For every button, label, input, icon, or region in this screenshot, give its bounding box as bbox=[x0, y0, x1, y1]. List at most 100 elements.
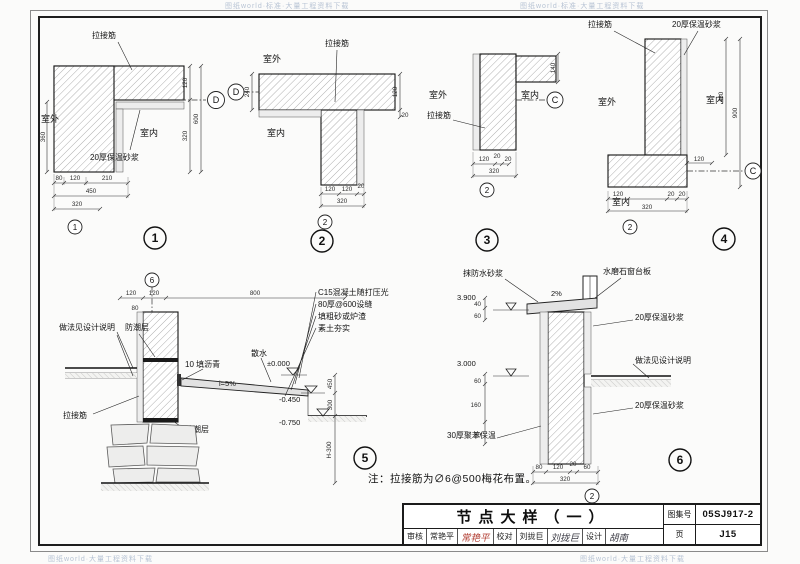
detail-1-dimensions: 80 120 210 450 320 360 120 320 600 bbox=[40, 63, 204, 212]
dim-label: 60 bbox=[474, 313, 481, 320]
dpc-label: 防潮层 bbox=[185, 424, 209, 434]
signature-row: 审核 常艳平 常艳平 校对 刘拢巨 刘拢巨 设计 胡南 bbox=[404, 528, 663, 544]
detail-4: 拉接筋 20厚保温砂浆 室外 室内 室内 460 900 120 120 20 … bbox=[580, 15, 772, 265]
svg-text:C: C bbox=[552, 95, 559, 105]
indoor-label: 室内 bbox=[706, 94, 724, 105]
indoor-label: 室内 bbox=[267, 127, 285, 138]
slope-label: 2% bbox=[551, 289, 562, 298]
detail-number: 1 bbox=[143, 226, 167, 250]
indoor-label: 室内 bbox=[140, 127, 158, 138]
dim-label: H-300 bbox=[326, 441, 333, 458]
svg-text:±0.000: ±0.000 bbox=[267, 359, 290, 368]
dim-label: 80 bbox=[536, 464, 543, 471]
dim-label: 210 bbox=[102, 175, 113, 182]
indoor-label: 室内 bbox=[521, 89, 539, 100]
watermark: 图纸world·大量工程资料下载 bbox=[48, 556, 154, 563]
design-signature: 胡南 bbox=[609, 532, 629, 544]
tie-bar-label: 拉接筋 bbox=[427, 110, 451, 120]
review-label: 审核 bbox=[404, 529, 427, 544]
dim-label: 120 bbox=[182, 77, 189, 88]
detail-1-wall bbox=[53, 65, 185, 173]
atlas-number: 05SJ917-2 bbox=[702, 509, 754, 520]
tie-bar-label: 拉接筋 bbox=[588, 19, 612, 29]
svg-text:-0.750: -0.750 bbox=[279, 418, 300, 427]
tie-bar-label: 拉接筋 bbox=[92, 30, 116, 40]
grid-bubble: 1 bbox=[67, 219, 83, 235]
dim-label: 800 bbox=[250, 290, 261, 297]
design-label: 设计 bbox=[583, 529, 607, 544]
indoor-floor bbox=[591, 375, 671, 387]
detail-number: 5 bbox=[353, 446, 377, 470]
waterproof-mortar-label: 抹防水砂浆 bbox=[463, 268, 503, 278]
detail-3: 室内 室外 拉接筋 120 20 20 320 140 C 2 3 bbox=[425, 40, 570, 260]
detail-5-wall bbox=[136, 311, 179, 423]
level-m750: -0.750 bbox=[279, 408, 330, 427]
svg-text:2: 2 bbox=[319, 234, 326, 248]
outdoor-label: 室外 bbox=[41, 113, 59, 124]
tie-bar-label: 拉接筋 bbox=[63, 410, 87, 420]
apron-label: 散水 bbox=[251, 348, 267, 358]
dim-label: 450 bbox=[327, 378, 334, 389]
svg-text:2: 2 bbox=[590, 492, 595, 501]
dim-label: 120 bbox=[70, 175, 81, 182]
svg-text:3: 3 bbox=[484, 233, 491, 247]
svg-text:-0.450: -0.450 bbox=[279, 395, 300, 404]
check-name: 刘拢巨 bbox=[517, 529, 548, 544]
svg-text:2: 2 bbox=[485, 186, 490, 195]
grid-bubble: 2 bbox=[622, 219, 638, 235]
dim-label: 140 bbox=[550, 62, 557, 73]
dim-label: 120 bbox=[392, 86, 399, 97]
method-note-label: 做法见设计说明 bbox=[635, 355, 691, 365]
svg-text:6: 6 bbox=[150, 276, 155, 285]
watermark: 图纸world·标准·大量工程资料下载 bbox=[225, 3, 350, 10]
slope-label: i=5% bbox=[219, 379, 236, 388]
detail-5: 6 120 120 800 80 做法见设计说明 防潮层 10 填沥青 散水 bbox=[55, 268, 417, 521]
level-3000: 3.000 bbox=[457, 359, 529, 377]
svg-text:D: D bbox=[233, 87, 240, 97]
detail-2-dimensions: 240 120 120 20 320 120 20 bbox=[244, 71, 409, 209]
watermark: 图纸world·大量工程资料下载 bbox=[580, 556, 686, 563]
detail-6-wall bbox=[539, 311, 592, 465]
note-line: 80厚@600设缝 bbox=[318, 299, 372, 309]
sheet-inner-border bbox=[38, 16, 762, 546]
check-signature: 刘拢巨 bbox=[548, 529, 584, 544]
detail-3-wall bbox=[472, 53, 557, 151]
svg-text:6: 6 bbox=[677, 453, 684, 467]
sheet-title: 节点大样（一） bbox=[456, 509, 611, 526]
tie-bar-label: 拉接筋 bbox=[325, 38, 349, 48]
dim-label: 450 bbox=[86, 188, 97, 195]
note-line: 素土夯实 bbox=[318, 323, 350, 333]
level-3900: 3.900 bbox=[457, 293, 529, 311]
dim-label: 120 bbox=[126, 290, 137, 297]
dim-label: 120 bbox=[149, 290, 160, 297]
svg-text:5: 5 bbox=[362, 451, 369, 465]
axis-marker-D: D bbox=[227, 83, 259, 101]
method-note-label: 做法见设计说明 bbox=[59, 322, 115, 332]
detail-number: 6 bbox=[668, 448, 692, 472]
dim-label: 320 bbox=[489, 168, 500, 175]
dim-label: 20 bbox=[679, 191, 686, 198]
detail-1: 拉接筋 室外 室内 20厚保温砂浆 80 120 210 450 320 360… bbox=[40, 22, 240, 259]
detail-number: 3 bbox=[475, 228, 499, 252]
review-name: 常艳平 bbox=[427, 529, 458, 544]
dim-label: 900 bbox=[732, 107, 739, 118]
sheet-outer-border bbox=[30, 10, 768, 552]
dim-label: 20 bbox=[358, 183, 365, 190]
polystyrene-label: 30厚聚苯保温 bbox=[447, 430, 496, 440]
dim-label: 20 bbox=[570, 461, 577, 468]
asphalt-label: 10 填沥青 bbox=[185, 359, 220, 369]
svg-text:3.900: 3.900 bbox=[457, 293, 476, 302]
dim-label: 360 bbox=[40, 131, 47, 142]
review-signature: 常艳平 bbox=[458, 529, 494, 544]
check-label: 校对 bbox=[494, 529, 517, 544]
dim-label: 320 bbox=[642, 204, 653, 211]
dim-label: 120 bbox=[479, 156, 490, 163]
detail-4-dimensions: 460 900 120 120 20 20 320 bbox=[605, 36, 743, 214]
detail-6-dimensions: 40 60 60 160 80 80 120 20 60 320 bbox=[471, 295, 601, 486]
insulation-label: 20厚保温砂浆 bbox=[635, 400, 684, 410]
detail-5-dimensions-top: 120 120 800 80 bbox=[117, 290, 348, 312]
apron-outdoor bbox=[177, 374, 367, 422]
dim-label: 600 bbox=[193, 113, 200, 124]
detail-number: 2 bbox=[310, 229, 334, 253]
svg-text:1: 1 bbox=[152, 231, 159, 245]
